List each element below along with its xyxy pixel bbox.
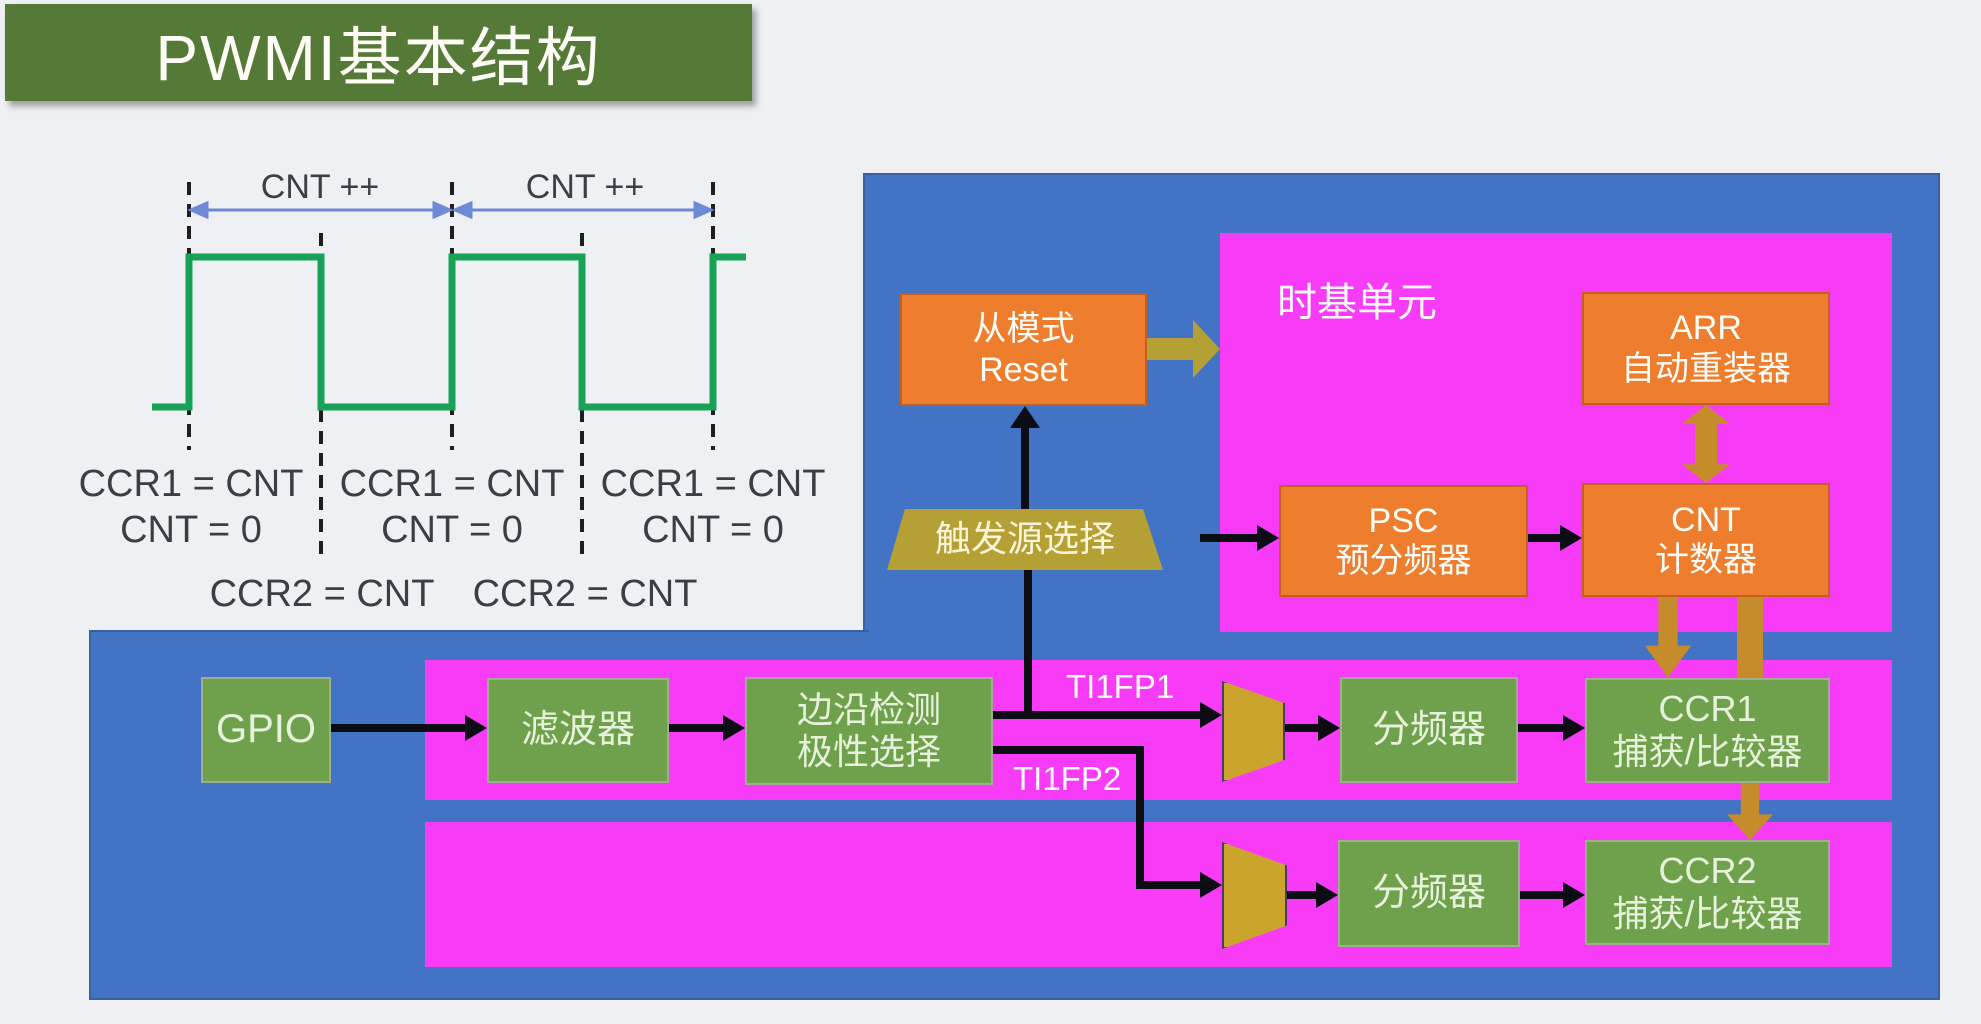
psc-line2: 预分频器: [1335, 542, 1472, 580]
prescaler-ch2-block: 分频器: [1338, 840, 1520, 947]
arrowhead-psc-cnt: [1560, 525, 1582, 551]
filter-block: 滤波器: [487, 678, 669, 783]
ccr1-line2: 捕获/比较器: [1612, 730, 1803, 772]
arrowhead-gpio-filter: [465, 715, 487, 741]
slave-mode-line2: Reset: [979, 350, 1068, 389]
arrowhead-ti1fp1-mux1: [1200, 702, 1222, 728]
ccr2-line1: CCR2: [1658, 850, 1757, 892]
arrowhead-prescaler2-ccr2: [1563, 882, 1585, 908]
wire-ti1fp2-v: [1136, 746, 1144, 889]
wire-ti1fp2-h2: [1136, 881, 1202, 889]
ccr2-line2: 捕获/比较器: [1612, 892, 1803, 934]
page-title: PWMI基本结构: [5, 4, 752, 101]
filter-label: 滤波器: [520, 709, 635, 752]
arrowhead-filter-edge: [723, 715, 745, 741]
cnt-increment-label-1: CNT ++: [260, 168, 380, 206]
gpio-block: GPIO: [201, 677, 331, 783]
trigger-source-select-block: 触发源选择: [887, 509, 1163, 570]
wire-filter-edge: [669, 724, 725, 732]
prescaler-ch1-block: 分频器: [1340, 677, 1518, 783]
wire-ti1fp1-to-trigger: [1024, 570, 1032, 719]
wire-gpio-filter: [331, 724, 471, 732]
trigger-source-select-label: 触发源选择: [934, 518, 1115, 560]
ccr1-line1: CCR1: [1658, 688, 1757, 730]
arr-line2: 自动重装器: [1621, 349, 1791, 388]
ccr1-capture-label-1: CCR1 = CNT: [78, 463, 304, 505]
slave-mode-line1: 从模式: [972, 310, 1075, 349]
prescaler-ch1-label: 分频器: [1371, 708, 1486, 751]
cnt-reset-label-1: CNT = 0: [120, 509, 262, 551]
wire-ti1fp1: [993, 711, 1204, 719]
ccr1-block: CCR1 捕获/比较器: [1585, 678, 1830, 783]
wire-clock-psc: [1200, 534, 1257, 542]
cnt-line1: CNT: [1671, 500, 1741, 539]
edge-detect-line1: 边沿检测: [796, 688, 941, 730]
edge-detect-block: 边沿检测 极性选择: [745, 677, 993, 785]
arrowhead-ti1fp2-mux2: [1200, 872, 1222, 898]
ccr1-capture-label-2: CCR1 = CNT: [339, 463, 565, 505]
arrowhead-prescaler1-ccr1: [1563, 715, 1585, 741]
wire-trigger-slave: [1021, 424, 1029, 509]
prescaler-ch2-label: 分频器: [1371, 872, 1486, 915]
arrowhead-clock-psc: [1257, 525, 1279, 551]
wire-psc-cnt: [1528, 534, 1560, 542]
page-title-text: PWMI基本结构: [155, 21, 602, 94]
wire-prescaler2-ccr2: [1520, 891, 1563, 899]
cnt-measure-arrows: [187, 200, 715, 220]
cnt-reset-label-2: CNT = 0: [381, 509, 523, 551]
arr-line1: ARR: [1670, 309, 1742, 348]
ccr1-capture-label-3: CCR1 = CNT: [600, 463, 826, 505]
slave-mode-block: 从模式 Reset: [900, 293, 1147, 406]
cnt-to-ccr2-arrow-shaft: [1737, 597, 1763, 678]
wire-ti1fp2-h1: [993, 746, 1144, 754]
edge-detect-line2: 极性选择: [796, 731, 941, 772]
cnt-reset-label-3: CNT = 0: [642, 509, 784, 551]
pwm-wave: [152, 253, 746, 411]
ccr2-capture-label-2: CCR2 = CNT: [472, 573, 698, 615]
arr-block: ARR 自动重装器: [1582, 292, 1830, 405]
arrowhead-mux1-prescaler1: [1318, 715, 1340, 741]
arrowhead-mux2-prescaler2: [1316, 882, 1338, 908]
pwm-waveform-plot: [152, 182, 746, 557]
cnt-line2: 计数器: [1655, 541, 1757, 579]
psc-line1: PSC: [1368, 501, 1439, 540]
ti1fp2-label: TI1FP2: [1013, 760, 1122, 797]
gpio-label: GPIO: [215, 707, 317, 752]
psc-block: PSC 预分频器: [1279, 485, 1528, 597]
ccr2-block: CCR2 捕获/比较器: [1585, 840, 1830, 945]
wire-mux2-prescaler2: [1283, 891, 1318, 899]
timebase-unit-label: 时基单元: [1277, 281, 1437, 325]
arrowhead-trigger-slave: [1010, 406, 1040, 428]
cnt-increment-label-2: CNT ++: [525, 168, 645, 206]
ti1fp1-label: TI1FP1: [1066, 668, 1175, 705]
wire-prescaler1-ccr1: [1518, 724, 1563, 732]
wire-mux1-prescaler1: [1281, 724, 1322, 732]
ccr2-capture-label-1: CCR2 = CNT: [209, 573, 435, 615]
cnt-block: CNT 计数器: [1582, 483, 1830, 597]
